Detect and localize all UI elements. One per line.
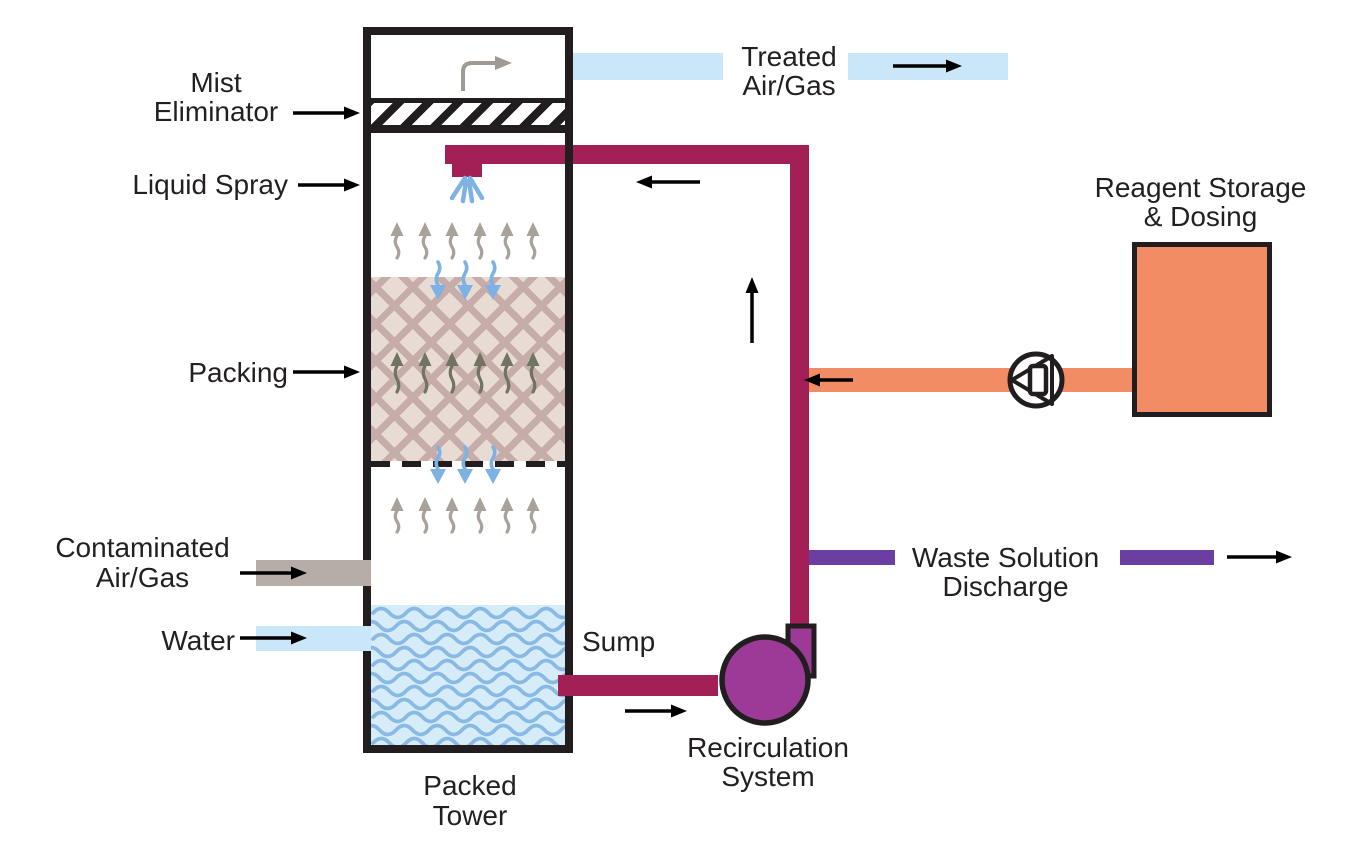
recirculation-riser-pipe [790, 145, 809, 632]
treated-gas-pipe-left [571, 53, 723, 80]
gas-up-arrow-icon [445, 222, 459, 260]
liquid-down-arrow-icon [457, 445, 473, 484]
packed-tower-shell [363, 27, 573, 753]
waste-discharge-pipe-left [809, 550, 895, 565]
water-inlet-flow-arrow-icon [240, 631, 307, 645]
gas-up-arrow-icon [473, 222, 487, 260]
gas-up-arrow-icon [390, 222, 404, 260]
gas-up-arrow-icon [500, 222, 514, 260]
packing-pointer-arrow-icon [293, 365, 360, 379]
gas-up-arrow-icon [390, 352, 404, 394]
reagent-feed-flow-arrow-icon [804, 373, 853, 387]
sump-label: Sump [582, 626, 656, 657]
gas-exit-arrow-icon [461, 56, 512, 91]
sump-water [371, 605, 565, 745]
liquid-down-arrow-icon [485, 445, 501, 484]
wave-line [371, 684, 565, 698]
gas-up-arrow-icon [418, 352, 432, 394]
spray-nozzle [452, 163, 482, 177]
liquid-down-arrow-icon [430, 260, 446, 300]
wave-line [371, 606, 565, 620]
wave-line [371, 645, 565, 659]
treated-outlet-flow-arrow-icon [893, 59, 962, 73]
waste-discharge-pipe-right [1120, 550, 1214, 565]
liquid-spray-label: Liquid Spray [132, 169, 288, 200]
sump-outlet-flow-arrow-icon [625, 704, 687, 718]
wave-line [371, 723, 565, 737]
wave-line [371, 658, 565, 672]
gas-up-arrow-icon [473, 497, 487, 534]
spray-header-pipe [445, 145, 809, 164]
wave-line [371, 710, 565, 724]
gas-up-arrow-icon [445, 352, 459, 394]
waste-discharge-flow-arrow-icon [1227, 550, 1292, 564]
liquid-spray-pointer-arrow-icon [298, 178, 360, 192]
liquid-spray-icon [449, 175, 485, 204]
gas-up-arrow-icon [500, 497, 514, 534]
wave-line [371, 671, 565, 685]
liquid-down-arrow-icon [430, 445, 446, 484]
reagent-storage-dosing-label: Reagent Storage& Dosing [1094, 172, 1307, 232]
wave-line [371, 736, 561, 745]
reagent-feed-pipe [809, 368, 1132, 392]
gas-up-arrow-icon [500, 352, 514, 394]
reagent-dosing-pump [1007, 351, 1065, 409]
gas-up-arrow-icon [390, 497, 404, 534]
packing-label: Packing [188, 357, 288, 388]
liquid-down-arrow-icon [485, 260, 501, 300]
mist-eliminator-band [363, 98, 573, 133]
reagent-storage-tank [1132, 242, 1272, 417]
wave-line [371, 697, 565, 711]
recirculation-riser-flow-arrow-icon [745, 277, 759, 343]
gas-up-arrow-icon [526, 352, 540, 394]
gas-up-arrow-icon [418, 222, 432, 260]
recirculation-pump [719, 623, 817, 726]
gas-up-arrow-icon [526, 222, 540, 260]
contaminated-inlet-flow-arrow-icon [240, 566, 307, 580]
packing-support-dashed-line [371, 461, 565, 467]
water-label: Water [161, 625, 235, 656]
recirculation-return-flow-arrow-icon [636, 175, 700, 189]
gas-up-arrow-icon [418, 497, 432, 534]
gas-up-arrow-icon [445, 497, 459, 534]
liquid-down-arrow-icon [457, 260, 473, 300]
wave-line [371, 632, 565, 646]
wave-line [371, 619, 565, 633]
gas-up-arrow-icon [526, 497, 540, 534]
water-waves-pattern [371, 606, 565, 745]
mist-eliminator-pointer-arrow-icon [293, 106, 360, 120]
sump-outlet-pipe [558, 675, 718, 696]
gas-up-arrow-icon [473, 352, 487, 394]
